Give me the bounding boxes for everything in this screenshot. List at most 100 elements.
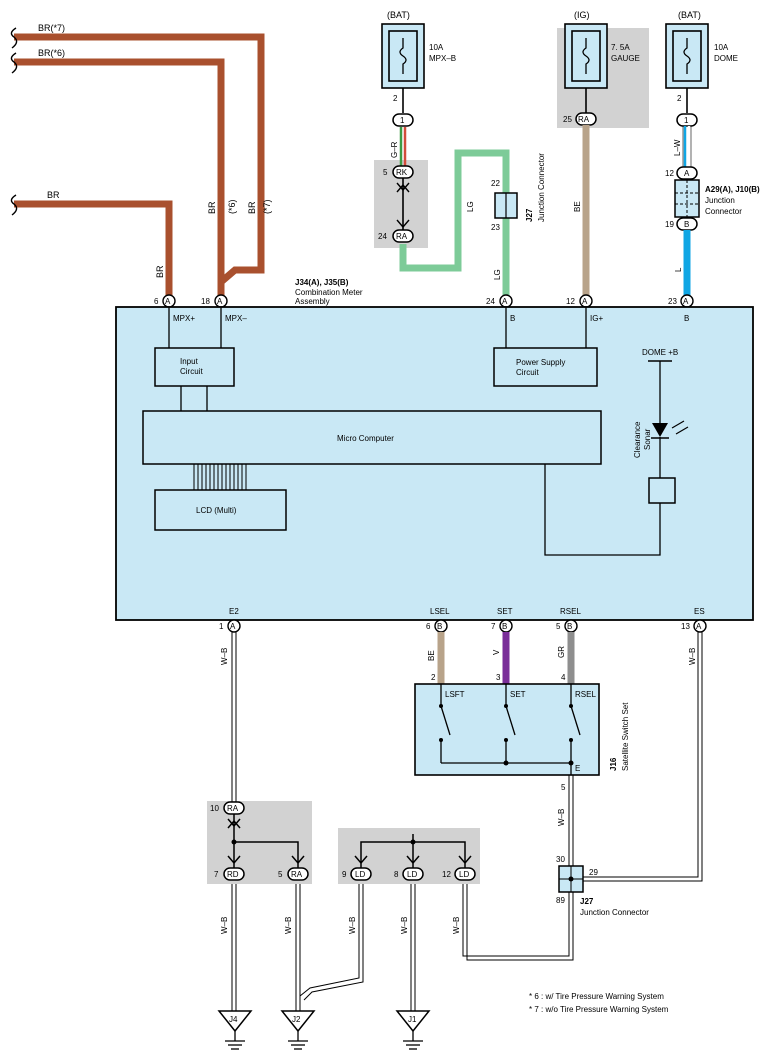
- e2-label: E2: [229, 607, 239, 616]
- sw-pin-2: 2: [431, 673, 436, 682]
- br6-label: BR(*6): [38, 48, 65, 58]
- ld12-pin: 12: [442, 870, 451, 879]
- ra5-connector: [287, 867, 309, 881]
- pin13-con: A: [696, 622, 702, 631]
- j27-pin-23: 23: [491, 223, 500, 232]
- ld12-label: LD: [459, 870, 469, 879]
- jc-title: A29(A), J10(B): [705, 185, 760, 194]
- lw-label: L–W: [673, 139, 682, 156]
- sonar-led: [652, 423, 668, 437]
- pin6-con: A: [165, 297, 171, 306]
- ld9-wb-label: W–B: [348, 917, 357, 934]
- ground-j4-label: J4: [229, 1015, 238, 1024]
- rk-mate-arrow: [396, 182, 410, 193]
- meter-bottom-pins: [227, 619, 707, 633]
- fuse-dome-name: DOME: [714, 54, 738, 63]
- ld9-label: LD: [355, 870, 365, 879]
- fuse-dome-amp: 10A: [714, 43, 729, 52]
- b-label: B: [510, 314, 515, 323]
- input-circuit-label-2: Circuit: [180, 367, 203, 376]
- ra10-label: RA: [227, 804, 239, 813]
- power-supply-box: [493, 347, 598, 387]
- es-wb-label: W–B: [688, 648, 697, 665]
- note-6: * 6 : w/ Tire Pressure Warning System: [529, 992, 664, 1001]
- pin6b-con: B: [437, 622, 442, 631]
- ra-arrow: [396, 219, 410, 229]
- input-circuit-label-1: Input: [180, 357, 199, 366]
- ground-j1-label: J1: [408, 1015, 417, 1024]
- input-circuit-box: [154, 347, 235, 387]
- mpxb-conn-1: [392, 113, 414, 127]
- sonar-led-rays: [671, 420, 689, 435]
- note-7: * 7 : w/o Tire Pressure Warning System: [529, 1005, 669, 1014]
- ld8-pin: 8: [394, 870, 399, 879]
- ra-connector: [392, 229, 414, 243]
- j27-top-label: J27: [525, 208, 534, 222]
- jc-a-connector: [676, 166, 698, 180]
- fuse-mpxb-pin: 2: [393, 94, 398, 103]
- switch-contacts: [440, 684, 581, 775]
- ra-connector-label: RA: [396, 232, 408, 241]
- sw-rsel-label: RSEL: [575, 690, 596, 699]
- ra-pin-24: 24: [378, 232, 387, 241]
- star6-label: (*6): [227, 199, 237, 214]
- bat-label-1: (BAT): [387, 10, 410, 20]
- e2-wb-label: W–B: [220, 648, 229, 665]
- meter-pin-5b: 5: [556, 622, 561, 631]
- jc-b-label: B: [684, 220, 689, 229]
- sw-e-label: E: [575, 764, 580, 773]
- rd7-connector: [223, 867, 245, 881]
- rd7-label: RD: [227, 870, 239, 879]
- pin12-con: A: [582, 297, 588, 306]
- dome-b-label: DOME +B: [642, 348, 678, 357]
- ra5-label: RA: [291, 870, 303, 879]
- ld9-pin: 9: [342, 870, 347, 879]
- meter-pin-12: 12: [566, 297, 575, 306]
- lsel-label: LSEL: [430, 607, 450, 616]
- igp-label: IG+: [590, 314, 603, 323]
- ig-label: (IG): [574, 10, 590, 20]
- j27-pin-29: 29: [589, 868, 598, 877]
- micro-computer-label: Micro Computer: [337, 434, 394, 443]
- gauge-ra-pin: 25: [563, 115, 572, 124]
- fuse-dome-inner: [672, 30, 702, 82]
- rk-connector-label: RK: [396, 168, 408, 177]
- ground-j2-label: J2: [292, 1015, 301, 1024]
- pin24-con: A: [502, 297, 508, 306]
- sonar-label-1: Clearance: [633, 421, 642, 458]
- fuse-gauge-amp: 7. 5A: [611, 43, 630, 52]
- meter-pin-23: 23: [668, 297, 677, 306]
- fuse-mpxb-name: MPX–B: [429, 54, 456, 63]
- sw-e-wb-label: W–B: [557, 809, 566, 826]
- ra10-branch-dot: [231, 839, 237, 845]
- meter-title: J34(A), J35(B): [295, 278, 349, 287]
- j27-pin-89: 89: [556, 896, 565, 905]
- pin18-con: A: [217, 297, 223, 306]
- b2-label: B: [684, 314, 689, 323]
- fuse-gauge-name: GAUGE: [611, 54, 640, 63]
- meter-pin-6b: 6: [426, 622, 431, 631]
- gauge-ra-label: RA: [578, 115, 590, 124]
- gr-wire-label: G–R: [390, 141, 399, 158]
- br-vertical-label-1: BR: [155, 265, 165, 278]
- satellite-switch-box: [414, 683, 600, 776]
- br-vertical-label-3: BR: [247, 201, 257, 214]
- ground-j2-icon: [280, 1010, 316, 1050]
- ld8-wb-label: W–B: [400, 917, 409, 934]
- j16-label: J16: [609, 757, 618, 771]
- br-wires: [14, 33, 265, 296]
- es-label: ES: [694, 607, 705, 616]
- lcd-box: [154, 489, 287, 531]
- ra5-pin: 5: [278, 870, 283, 879]
- micro-computer-box: [142, 410, 602, 465]
- sw-pin-3: 3: [496, 673, 501, 682]
- ra-wb-label: W–B: [284, 917, 293, 934]
- j27-top-sub: Junction Connector: [537, 153, 546, 222]
- ld8-label: LD: [407, 870, 417, 879]
- jc-a-label: A: [684, 169, 690, 178]
- jc-pin-12: 12: [665, 169, 674, 178]
- br-vertical-label-2: BR: [207, 201, 217, 214]
- jc-sub1: Junction: [705, 196, 735, 205]
- lg-label-2: LG: [493, 269, 502, 280]
- fuse-dome-symbol: [683, 38, 691, 74]
